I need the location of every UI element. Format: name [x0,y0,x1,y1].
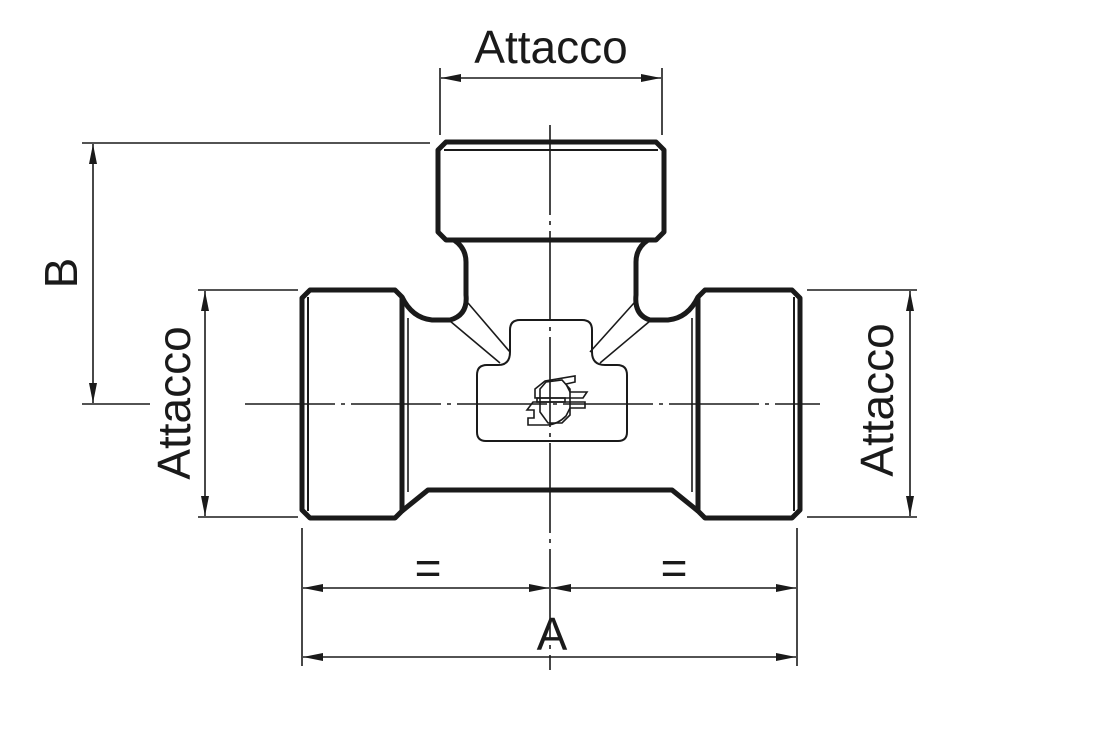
top-connection-dimension: Attacco [439,21,663,135]
manufacturer-logo-icon [525,375,589,426]
left-attacco-label: Attacco [148,326,200,479]
equal-right-label: = [661,542,688,594]
right-attacco-label: Attacco [851,323,903,476]
right-connection-dimension: Attacco [807,289,917,518]
height-dimension-b: B [35,142,430,405]
b-label: B [35,258,87,289]
left-connection-dimension: Attacco [148,289,298,518]
length-dimensions: = = A [301,528,798,666]
tee-body [299,139,803,521]
top-attacco-label: Attacco [474,21,627,73]
equal-left-label: = [415,542,442,594]
a-label: A [537,608,568,660]
